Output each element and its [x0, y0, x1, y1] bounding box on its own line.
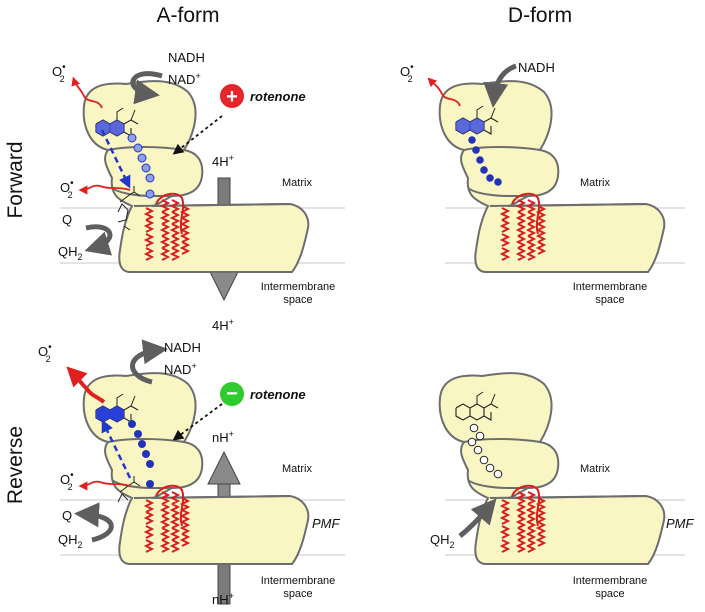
matrix-label: Matrix — [282, 177, 312, 189]
column-header-a-form: A-form — [157, 4, 220, 27]
q-site-structure — [117, 186, 141, 231]
nad-label: NAD+ — [168, 71, 201, 87]
superoxide-emission-arrow-q — [78, 184, 131, 195]
rotenone-label: rotenone — [250, 89, 306, 104]
column-header-d-form: D-form — [508, 4, 572, 27]
q-label: Q — [62, 508, 72, 523]
nadh-label: NADH — [168, 50, 205, 65]
rotenone-inhibition-arrow — [172, 115, 223, 155]
quinone-reduction-arrow — [84, 224, 113, 256]
fes-cluster-chain — [128, 420, 154, 488]
nadh-oxidation-arrow — [483, 63, 517, 108]
matrix-label: Matrix — [282, 463, 312, 475]
fes-cluster-chain-oxidized — [467, 423, 503, 479]
rotenone-plus-badge — [220, 84, 244, 108]
quinol-binding-arrow — [458, 498, 497, 538]
superoxide-label: O•2 — [38, 342, 52, 364]
fmn-flavin — [95, 393, 139, 423]
fmn-flavin — [455, 105, 499, 135]
superoxide-label: O•2 — [52, 62, 66, 84]
nad-reduction-arrow — [130, 339, 168, 385]
qh2-label: QH2 — [58, 532, 83, 550]
rotenone-minus-badge — [220, 382, 244, 406]
nadh-label: NADH — [518, 60, 555, 75]
q-site-structure — [117, 476, 141, 503]
row-header-reverse: Reverse — [4, 426, 27, 504]
matrix-label: Matrix — [580, 177, 610, 189]
superoxide-label: O•2 — [400, 62, 414, 84]
pmf-label: PMF — [312, 516, 341, 531]
rotenone-minus-sign: − — [226, 383, 238, 405]
nadh-label: NADH — [164, 340, 201, 355]
rotenone-label: rotenone — [250, 387, 306, 402]
q-label: Q — [62, 212, 72, 227]
fes-cluster-chain — [468, 136, 502, 186]
superoxide-label-q: O•2 — [60, 470, 74, 492]
qh2-label: QH2 — [430, 532, 455, 550]
nad-label: NAD+ — [164, 361, 197, 377]
complex-i-outline — [82, 80, 310, 273]
quinol-oxidation-arrow — [74, 502, 114, 543]
superoxide-label-q: O•2 — [60, 178, 74, 200]
rotenone-plus-sign: + — [226, 86, 238, 108]
nadh-oxidation-arrow — [130, 71, 163, 105]
protons-in-label: nH+ — [212, 591, 234, 607]
superoxide-emission-arrow — [427, 77, 461, 107]
row-header-forward: Forward — [4, 141, 27, 218]
superoxide-emission-arrow — [66, 366, 106, 404]
pmf-label: PMF — [666, 516, 695, 531]
complex-i-outline — [438, 372, 666, 565]
protons-out-label: 4H+ — [212, 317, 234, 333]
matrix-label: Matrix — [580, 463, 610, 475]
panel-a-forward: + rotenone NADH NAD+ O•2 O•2 Q QH2 4H+ 4… — [52, 50, 335, 333]
qh2-label: QH2 — [58, 244, 83, 262]
fes-cluster-chain — [127, 133, 155, 199]
protons-in-label: 4H+ — [212, 153, 234, 169]
superoxide-emission-arrow-q — [78, 480, 131, 491]
protons-out-label: nH+ — [212, 429, 234, 445]
complex-i-outline — [438, 80, 666, 273]
panel-a-reverse: − rotenone NADH NAD+ O•2 O•2 Q QH2 nH+ n… — [38, 339, 341, 607]
superoxide-emission-arrow — [71, 76, 103, 109]
